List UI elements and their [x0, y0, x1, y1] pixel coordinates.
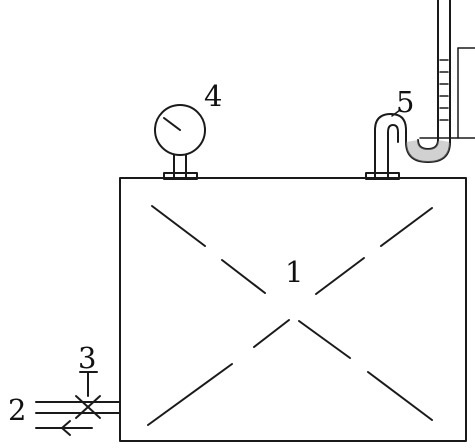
tank [119, 177, 467, 442]
label-gauge: 4 [204, 79, 222, 113]
inlet-pipe [35, 401, 121, 436]
label-tank: 1 [285, 255, 303, 289]
valve-body-icon [75, 395, 101, 419]
gauge-dial [154, 104, 206, 156]
valve [75, 371, 101, 419]
tank-diagonal-marks [147, 205, 433, 426]
pressure-gauge [154, 104, 206, 180]
gauge-flange [163, 172, 198, 180]
gauge-needle [163, 117, 181, 131]
manometer-leader [391, 109, 401, 117]
flow-arrow-icon [61, 420, 71, 436]
scale-ticks [439, 59, 449, 121]
label-inlet: 2 [8, 393, 26, 427]
label-manometer: 5 [396, 85, 414, 119]
manometer-tube-inner [387, 124, 399, 179]
u-bend-inner [417, 139, 439, 150]
manometer-tube-outer [374, 113, 407, 179]
u-bend-outer [405, 141, 451, 163]
u-tube-manometer [365, 0, 475, 180]
manometer-flange [365, 172, 400, 180]
label-valve: 3 [78, 341, 96, 375]
manometer-liquid [406, 140, 450, 162]
tank-outline [119, 177, 467, 442]
